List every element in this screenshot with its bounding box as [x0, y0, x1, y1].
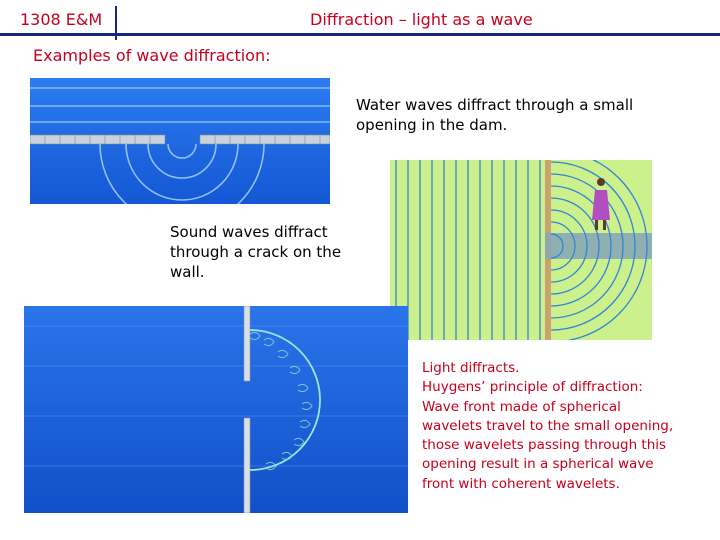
sound-diffraction-image: [390, 160, 652, 340]
light-caption-line: Huygens’ principle of diffraction:: [422, 379, 643, 396]
light-caption: Light diffracts. Huygens’ principle of d…: [422, 359, 712, 494]
header-divider: [115, 6, 117, 40]
sound-caption: Sound waves diffract through a crack on …: [170, 223, 342, 281]
light-caption-line: wavelets travel to the small opening,: [422, 417, 674, 434]
header-rule: [0, 33, 720, 36]
slide-title: Diffraction – light as a wave: [310, 10, 533, 29]
light-caption-line: front with coherent wavelets.: [422, 475, 620, 492]
section-subtitle: Examples of wave diffraction:: [33, 46, 271, 65]
light-diffraction-image: [24, 306, 408, 513]
water-caption: Water waves diffract through a small ope…: [356, 96, 634, 134]
light-caption-line: those wavelets passing through this: [422, 437, 667, 454]
light-caption-line: Light diffracts.: [422, 360, 520, 376]
light-caption-line: opening result in a spherical wave: [422, 456, 654, 473]
course-label: 1308 E&M: [20, 10, 103, 29]
water-diffraction-image: [30, 78, 330, 204]
light-caption-line: Wave front made of spherical: [422, 398, 621, 415]
